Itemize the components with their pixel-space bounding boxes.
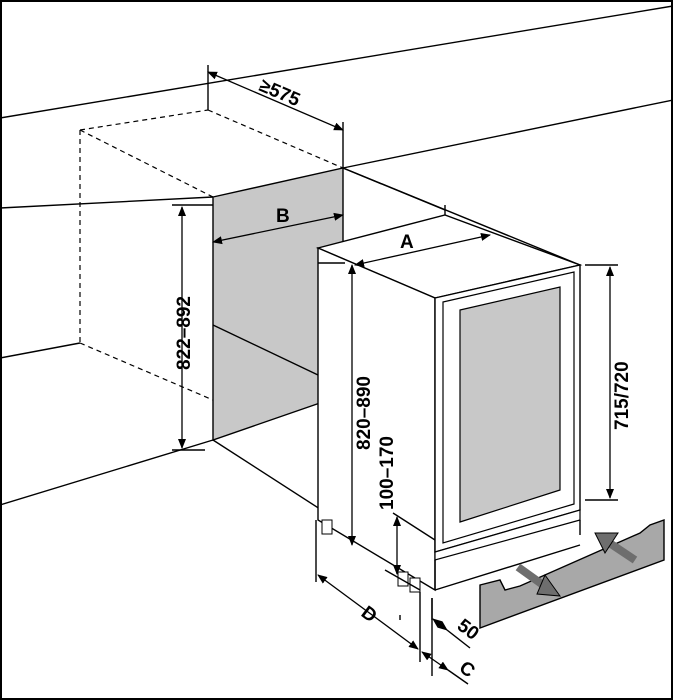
dimension-a: A [354, 205, 491, 267]
dimension-niche-height: 822–892 [172, 204, 213, 451]
arrow-insert-icon [594, 532, 638, 564]
label-door-height: 715/720 [612, 361, 633, 430]
countertop [0, 5, 673, 506]
label-niche-height: 822–892 [174, 296, 195, 370]
glass-pane [459, 286, 561, 523]
dimension-c: C [421, 651, 479, 685]
arrow-remove-icon [515, 563, 562, 597]
label-plinth-height: 100–170 [377, 436, 398, 510]
label-appliance-height: 820–890 [354, 376, 375, 450]
niche-outline [79, 109, 344, 401]
label-depth-min: ≥575 [256, 75, 303, 111]
dimension-plinth-height: 100–170 [377, 436, 436, 591]
appliance [315, 214, 583, 593]
dimension-door-height: 715/720 [585, 264, 633, 501]
label-a: A [400, 232, 414, 253]
label-b: B [276, 206, 290, 227]
label-c: C [455, 657, 479, 682]
dimension-depth-min: ≥575 [207, 65, 344, 168]
label-50: 50 [453, 615, 483, 644]
dimension-appliance-height: 820–890 [318, 262, 375, 546]
dimension-50: 50 [431, 598, 483, 649]
dimension-b: B [212, 206, 344, 245]
